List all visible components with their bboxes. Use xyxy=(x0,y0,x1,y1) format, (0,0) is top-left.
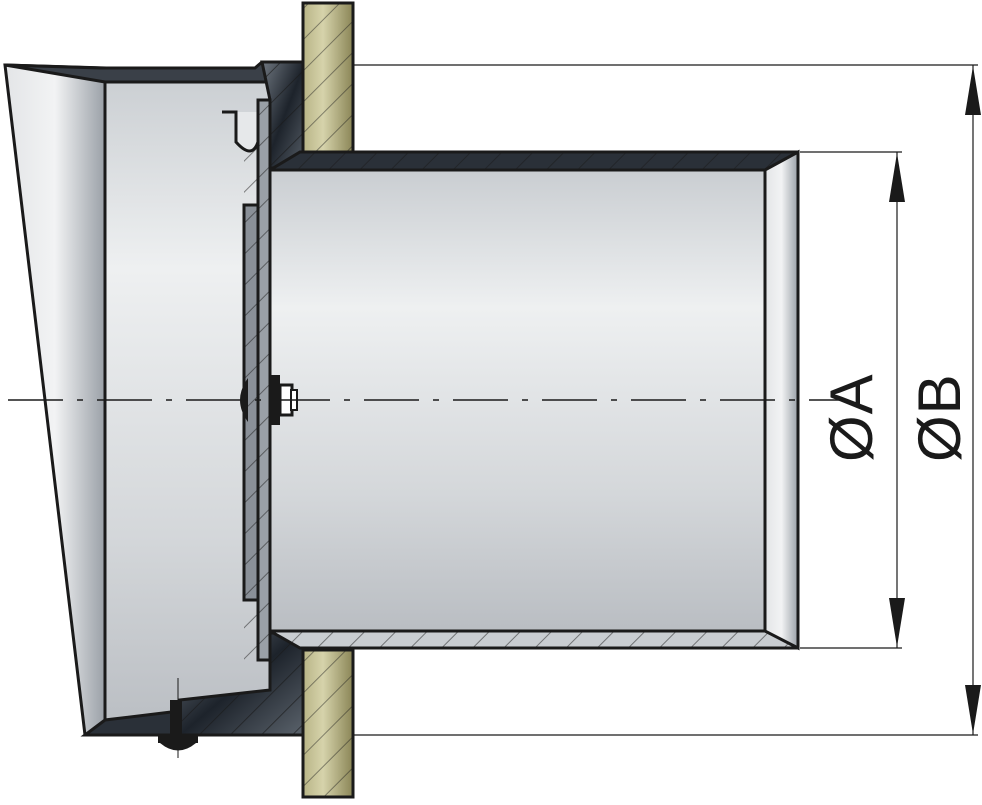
dimension-label-a: ØA xyxy=(818,373,885,462)
flap-plate xyxy=(222,98,298,662)
outer-housing xyxy=(3,60,302,737)
flange-section xyxy=(178,60,307,737)
drain-screw xyxy=(158,678,198,758)
hull-wall xyxy=(301,1,355,799)
dimension-label-b: ØB xyxy=(906,373,973,462)
dimension-lines xyxy=(353,64,981,736)
